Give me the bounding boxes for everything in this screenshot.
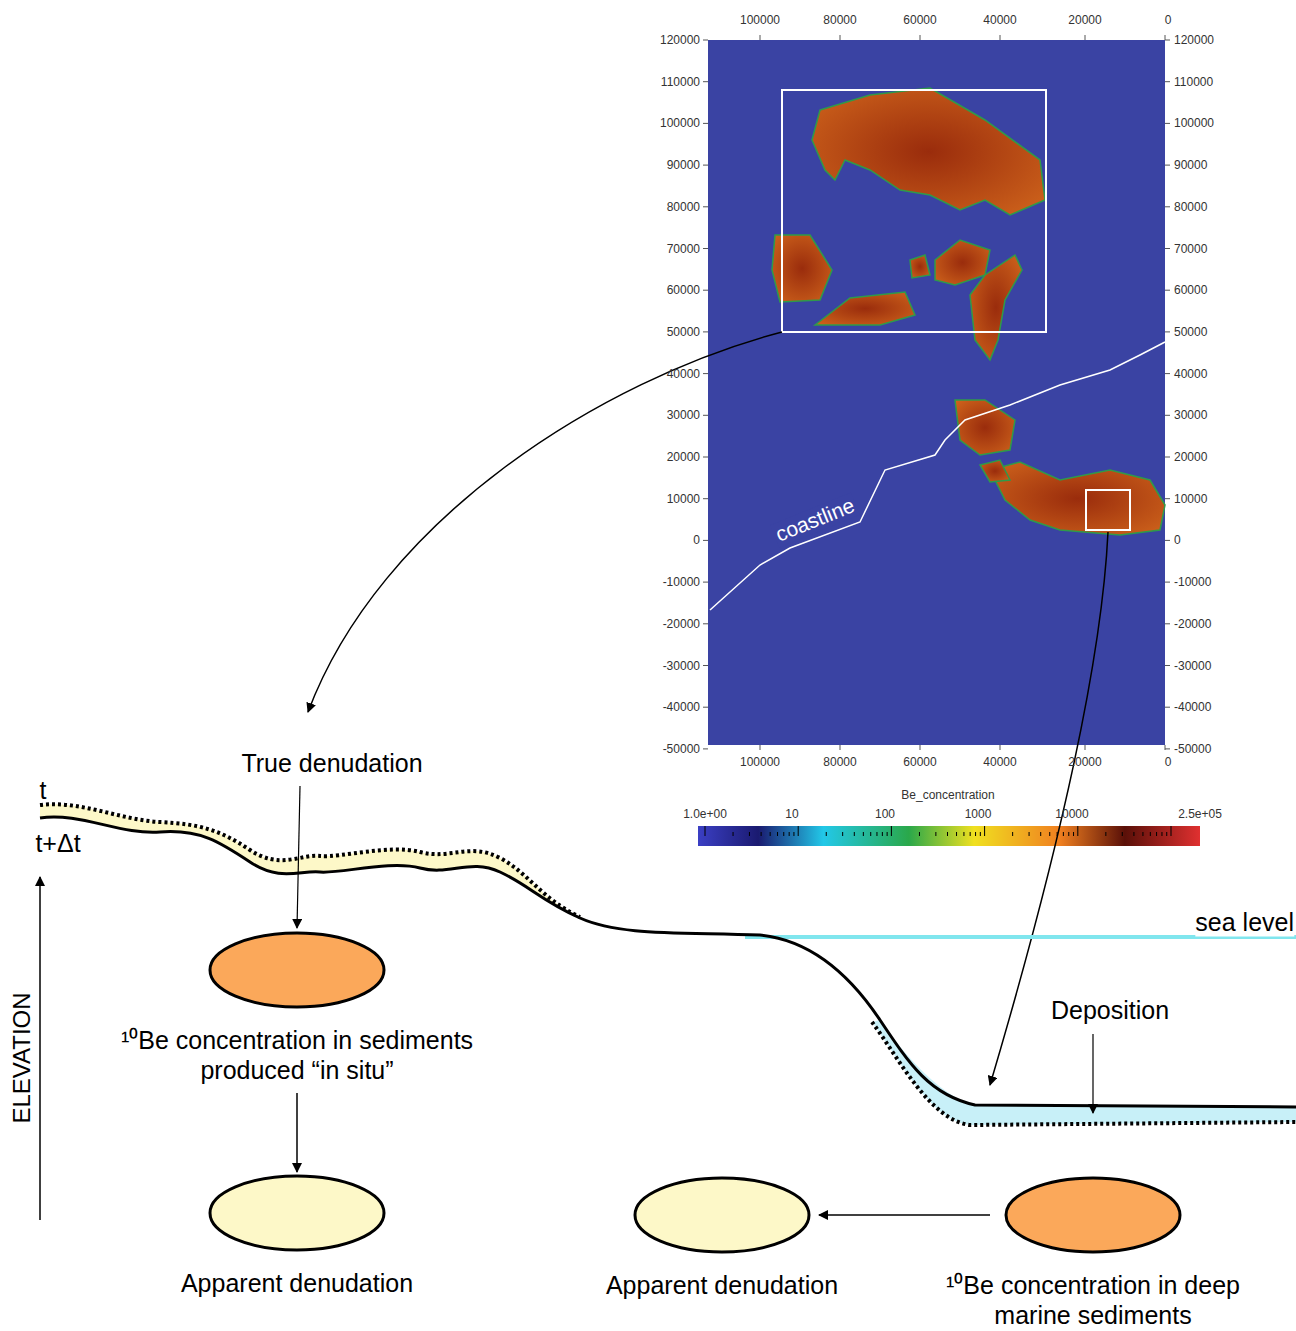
axis-tick-label: 60000 (1174, 283, 1207, 297)
connector-arrow (296, 1093, 298, 1172)
axis-tick-label: 40000 (1174, 367, 1207, 381)
profile (40, 804, 1296, 1331)
axis-tick-label: 0 (1165, 755, 1172, 769)
node-text: ¹⁰Be concentration in deep marine sedime… (938, 1270, 1248, 1330)
colorbar-tick: 1000 (965, 807, 992, 821)
node-text: Apparent denudation (147, 1268, 447, 1298)
axis-tick-label: 20000 (1068, 13, 1101, 27)
colorbar-tick: 10000 (1055, 807, 1088, 821)
ellipse-node: ¹⁰Be concentration in sediments produced… (103, 931, 491, 1085)
axis-tick-label: 30000 (1174, 408, 1207, 422)
axis-tick-label: -30000 (663, 659, 700, 673)
connector-arrow (819, 1214, 990, 1216)
axis-tick-label: 120000 (660, 33, 700, 47)
axis-tick-label: 20000 (1174, 450, 1207, 464)
colorbar-tick: 2.5e+05 (1178, 807, 1222, 821)
axis-tick-label: 40000 (983, 13, 1016, 27)
axis-tick-label: 80000 (1174, 200, 1207, 214)
axis-tick-label: -40000 (663, 700, 700, 714)
ellipse-shape (633, 1176, 811, 1254)
axis-tick-label: 60000 (667, 283, 700, 297)
axis-tick-label: -30000 (1174, 659, 1211, 673)
axis-tick-label: 0 (1174, 533, 1181, 547)
axis-tick-label: 60000 (903, 755, 936, 769)
ellipse-node: Apparent denudation (568, 1176, 876, 1300)
colorbar-tick: 100 (875, 807, 895, 821)
axis-tick-label: 90000 (1174, 158, 1207, 172)
axis-tick-label: 40000 (667, 367, 700, 381)
axis-title: ELEVATION (8, 992, 36, 1123)
axis-tick-label: 100000 (1174, 116, 1214, 130)
axis-tick-label: 80000 (823, 755, 856, 769)
colorbar-title: Be_concentration (901, 788, 994, 802)
axis-tick-label: 0 (1165, 13, 1172, 27)
axis-tick-label: 40000 (983, 755, 1016, 769)
annotation: True denudation (241, 749, 422, 778)
colorbar (698, 826, 1200, 846)
colorbar-tick: 1.0e+00 (683, 807, 727, 821)
ellipse-node: Apparent denudation (143, 1174, 451, 1298)
axis-tick-label: -20000 (1174, 617, 1211, 631)
axis-tick-label: 10000 (1174, 492, 1207, 506)
node-text: Apparent denudation (572, 1270, 872, 1300)
axis-tick-label: 100000 (740, 13, 780, 27)
axis-tick-label: 110000 (1174, 75, 1213, 89)
axis-tick-label: 20000 (667, 450, 700, 464)
node-text: ¹⁰Be concentration in sediments produced… (107, 1025, 487, 1085)
axis-tick-label: 80000 (823, 13, 856, 27)
axis-tick-label: -20000 (663, 617, 700, 631)
axis-tick-label: 0 (693, 533, 700, 547)
annotation: sea level (1195, 908, 1294, 937)
axis-tick-label: -40000 (1174, 700, 1211, 714)
axis-tick-label: 50000 (1174, 325, 1207, 339)
axis-tick-label: -10000 (663, 575, 700, 589)
axis-tick-label: 70000 (1174, 242, 1207, 256)
axis-tick-label: 90000 (667, 158, 700, 172)
annotation: t (40, 776, 47, 805)
axis-tick-label: 100000 (740, 755, 780, 769)
axis-tick-label: 110000 (661, 75, 700, 89)
axis-tick-label: 50000 (667, 325, 700, 339)
ellipse-shape (208, 931, 386, 1009)
axis-tick-label: 10000 (667, 492, 700, 506)
axis-tick-label: 60000 (903, 13, 936, 27)
axis-tick-label: -10000 (1174, 575, 1211, 589)
axis-tick-label: 120000 (1174, 33, 1214, 47)
ellipse-shape (208, 1174, 386, 1252)
annotation: t+Δt (35, 829, 80, 858)
map (703, 35, 1170, 750)
axis-tick-label: 100000 (660, 116, 700, 130)
ellipse-node: ¹⁰Be concentration in deep marine sedime… (934, 1176, 1252, 1330)
axis-tick-label: -50000 (1174, 742, 1211, 756)
ellipse-shape (1004, 1176, 1182, 1254)
annotation: Deposition (1051, 996, 1169, 1025)
axis-tick-label: -50000 (663, 742, 700, 756)
axis-tick-label: 80000 (667, 200, 700, 214)
axis-tick-label: 70000 (667, 242, 700, 256)
axis-tick-label: 30000 (667, 408, 700, 422)
axis-tick-label: 20000 (1068, 755, 1101, 769)
colorbar-tick: 10 (785, 807, 798, 821)
